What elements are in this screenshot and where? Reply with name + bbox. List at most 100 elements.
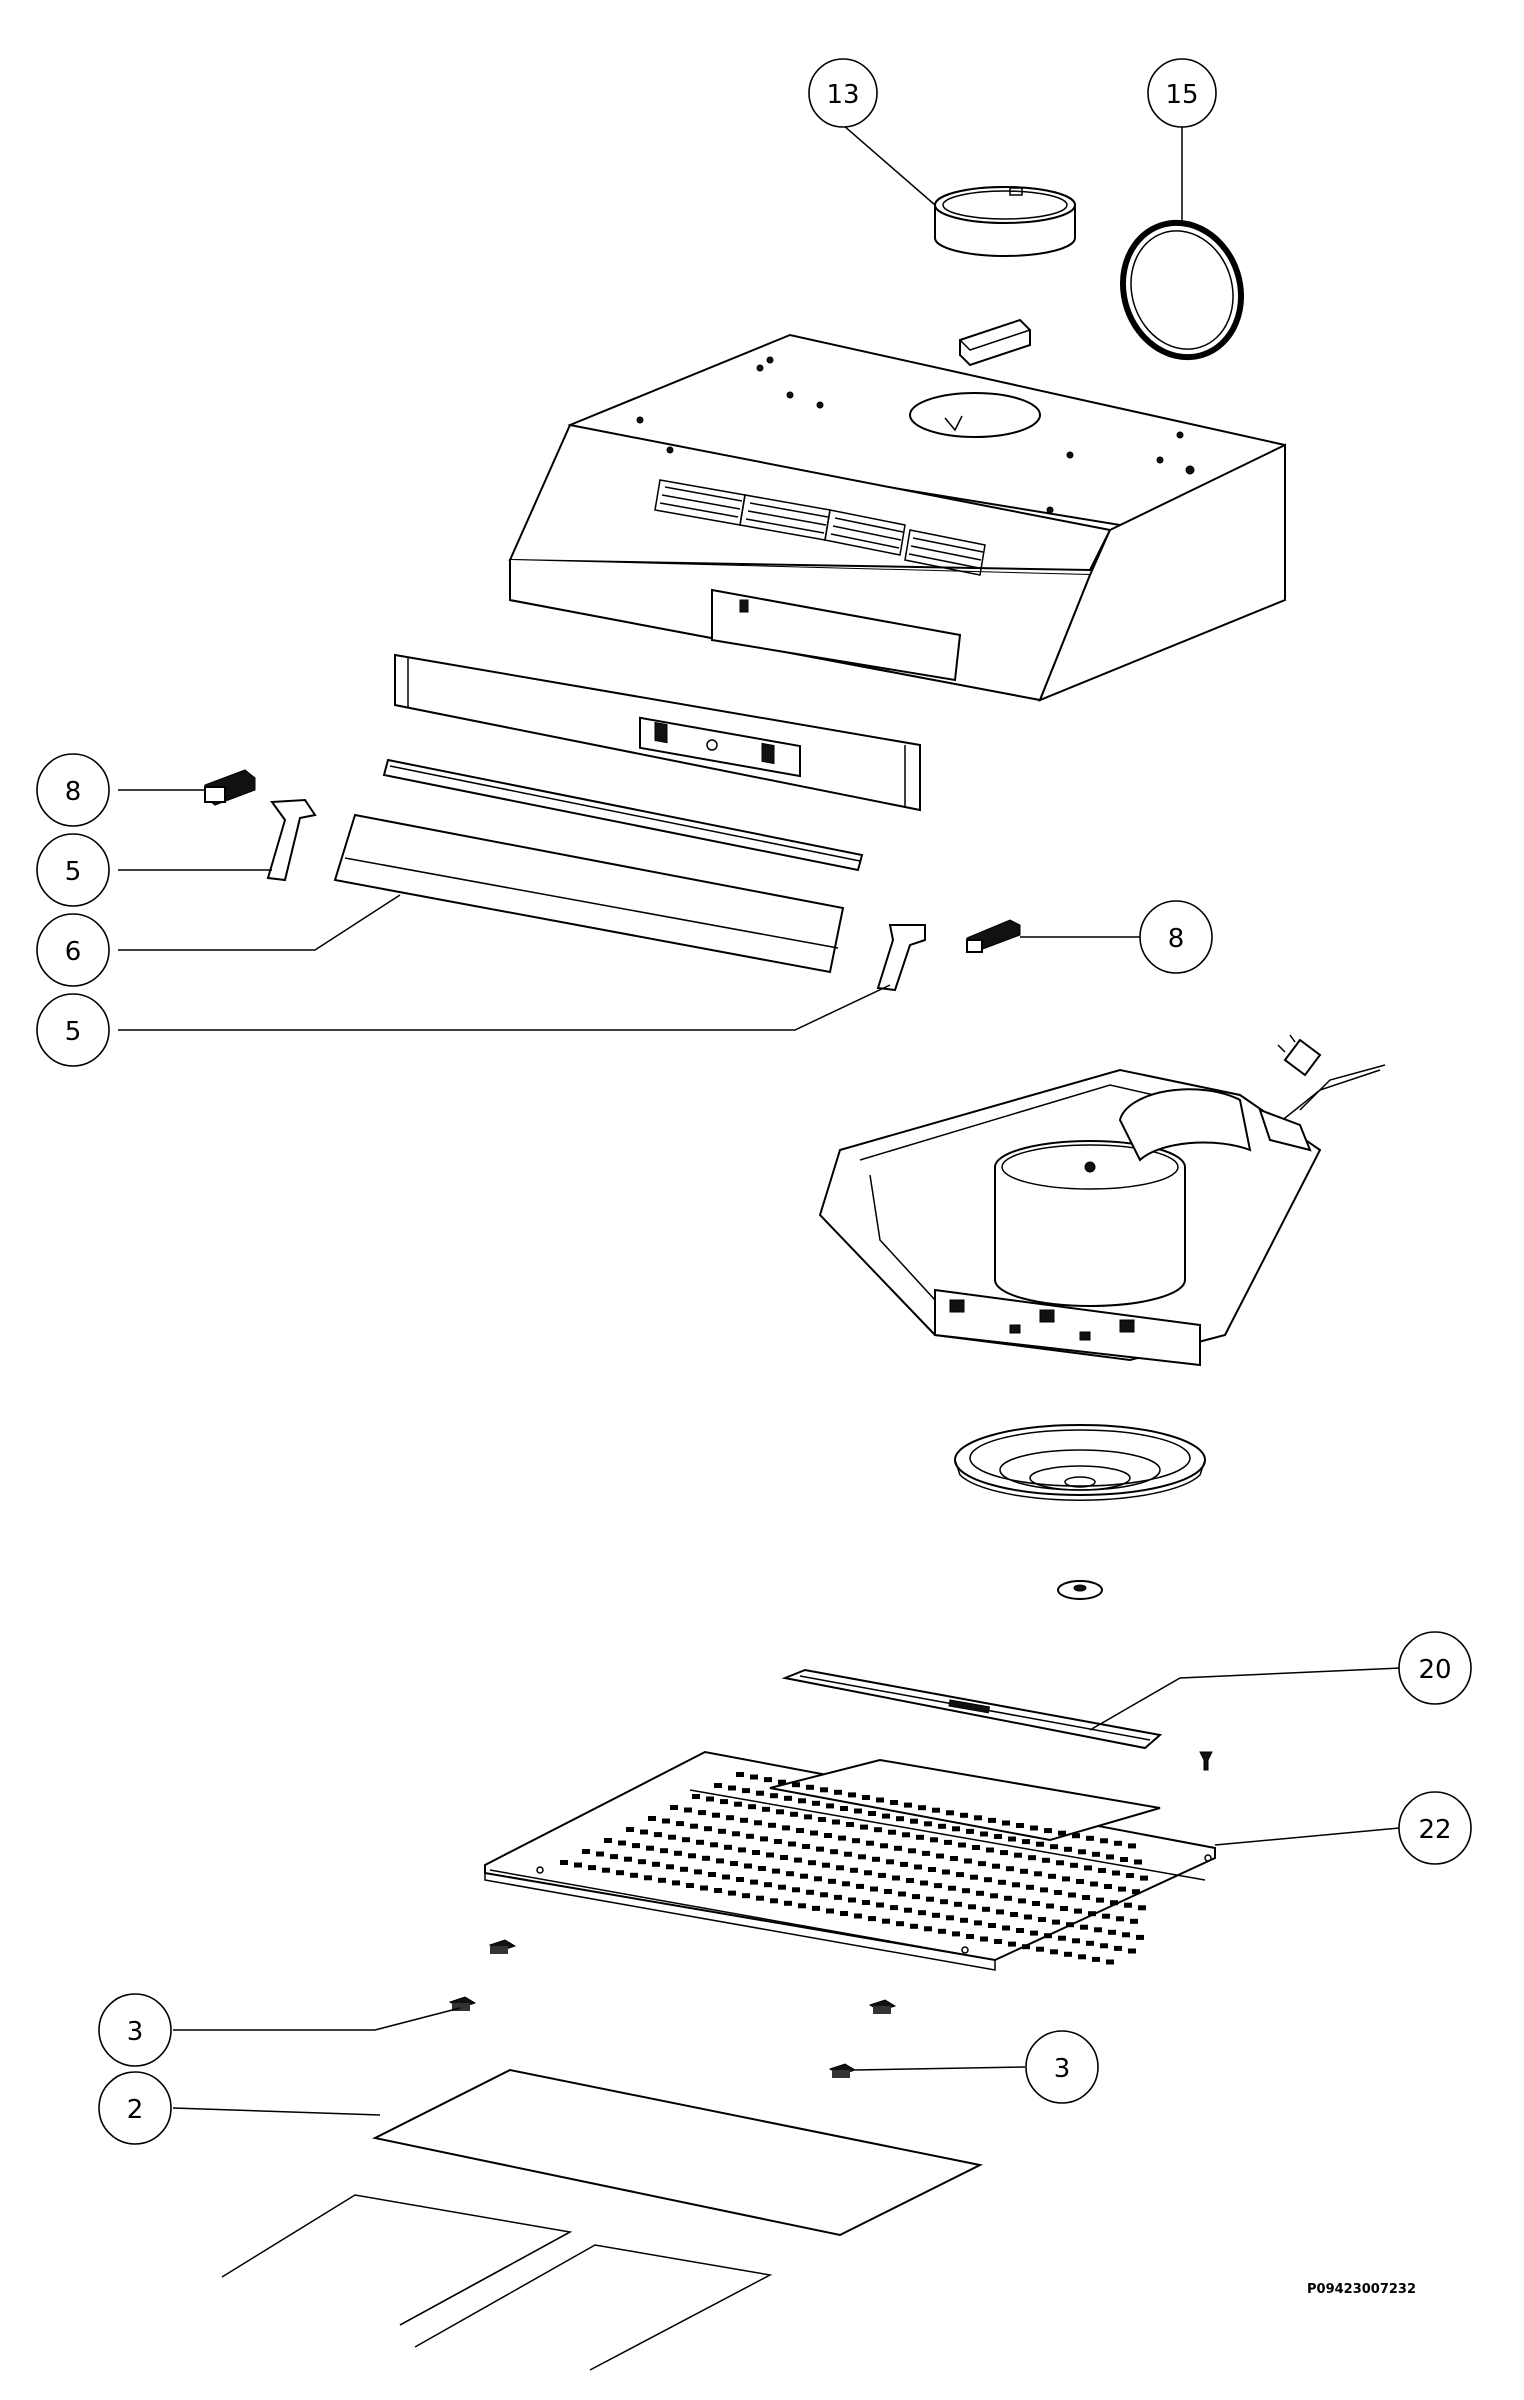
grille-perforation [808, 1860, 816, 1866]
grille-perforation [626, 1827, 634, 1832]
part-3-clip-2 [448, 1996, 477, 2011]
grille-perforation [798, 1798, 806, 1804]
grille-perforation [1004, 1895, 1012, 1901]
grille-perforation [802, 1844, 810, 1849]
grille-perforation [1008, 1836, 1016, 1842]
grille-perforation [904, 1907, 912, 1913]
callout-5-upper: 5 [36, 833, 110, 907]
grille-perforation [814, 1876, 822, 1882]
grille-perforation [874, 1827, 882, 1833]
grille-perforation [938, 1823, 946, 1829]
grille-perforation [1022, 1839, 1030, 1845]
grille-perforation [1076, 1879, 1084, 1884]
grille-perforation [1002, 1925, 1010, 1931]
grille-perforation [812, 1800, 820, 1806]
grille-perforation [932, 1912, 940, 1918]
callout-3-left-label: 3 [127, 2017, 144, 2047]
grille-perforation [806, 1784, 814, 1790]
grille-perforation [1098, 1868, 1106, 1873]
grille-perforation [904, 1802, 912, 1808]
grille-perforation [1132, 1889, 1140, 1895]
grille-perforation [1094, 1927, 1102, 1933]
grille-perforation [930, 1837, 938, 1843]
part-3-clip-3 [868, 1999, 897, 2014]
grille-perforation [1110, 1900, 1118, 1906]
callout-22-label: 22 [1418, 1815, 1451, 1845]
grille-perforation [1022, 1944, 1030, 1950]
grille-perforation [998, 1879, 1006, 1885]
grille-perforation [756, 1895, 764, 1901]
grille-perforation [990, 1893, 998, 1899]
grille-perforation [750, 1774, 758, 1780]
grille-perforation [960, 1917, 968, 1923]
callout-5-upper-label: 5 [65, 857, 82, 887]
grille-perforation [764, 1777, 772, 1783]
grille-perforation [582, 1849, 590, 1854]
part-15-sealing-ring [1119, 219, 1245, 361]
grille-perforation [910, 1818, 918, 1824]
grille-perforation [1092, 1851, 1100, 1857]
grille-perforation [790, 1811, 798, 1817]
grille-perforation [850, 1867, 858, 1873]
grille-perforation [1066, 1922, 1074, 1928]
grille-perforation [966, 1828, 974, 1834]
grille-perforation [938, 1928, 946, 1934]
mounting-bracket [959, 318, 1031, 367]
grille-perforation [920, 1880, 928, 1886]
grille-perforation [1134, 1859, 1142, 1865]
washer [1057, 1580, 1103, 1600]
grille-perforation [1102, 1913, 1110, 1919]
part-5-latch-lower [876, 924, 926, 992]
grille-perforation [1010, 1912, 1018, 1917]
callout-8-right: 8 [1139, 900, 1213, 974]
callout-5-lower: 5 [36, 993, 110, 1067]
grille-perforation [1058, 1935, 1066, 1941]
grille-perforation [772, 1868, 780, 1874]
grille-perforation [932, 1807, 940, 1813]
grille-perforation [668, 1834, 676, 1840]
grille-perforation [784, 1795, 792, 1801]
grille-perforation [854, 1913, 862, 1919]
grille-perforation [1104, 1884, 1112, 1889]
grille-perforation [712, 1812, 720, 1818]
callout-3-left: 3 [98, 1993, 172, 2067]
grille-perforation [978, 1861, 986, 1867]
grille-perforation [942, 1869, 950, 1875]
grille-perforation [752, 1850, 760, 1855]
grille-perforation [1030, 1930, 1038, 1936]
grille-perforation [1008, 1941, 1016, 1947]
grille-perforation [822, 1862, 830, 1868]
grille-perforation [862, 1900, 870, 1905]
grille-perforation [970, 1874, 978, 1880]
grille-perforation [714, 1783, 722, 1788]
grille-perforation [922, 1850, 930, 1856]
grille-perforation [786, 1871, 794, 1877]
callout-6: 6 [36, 913, 110, 987]
grille-perforation [1130, 1918, 1138, 1924]
grille-perforation [866, 1840, 874, 1846]
grille-perforation [994, 1834, 1002, 1839]
grille-perforation [916, 1834, 924, 1840]
grille-perforation [894, 1845, 902, 1851]
callout-6-label: 6 [65, 937, 82, 967]
grille-perforation [610, 1854, 618, 1860]
grille-perforation [660, 1848, 668, 1854]
part-8-clip-right [966, 919, 1021, 953]
grille-perforation [896, 1816, 904, 1822]
grille-perforation [1136, 1934, 1144, 1940]
grille-perforation [692, 1794, 700, 1799]
grille-perforation [1072, 1938, 1080, 1944]
grille-perforation [736, 1772, 744, 1777]
callout-8-left-label: 8 [65, 777, 82, 807]
grille-perforation [686, 1883, 694, 1888]
callout-22: 22 [1398, 1791, 1472, 1865]
callout-2-label: 2 [127, 2095, 144, 2125]
grille-perforation [980, 1936, 988, 1942]
grille-perforation [878, 1872, 886, 1878]
grille-perforation [1078, 1954, 1086, 1960]
grille-perforation [762, 1806, 770, 1812]
grille-perforation [1086, 1940, 1094, 1946]
grille-perforation [988, 1923, 996, 1928]
grille-perforation [868, 1811, 876, 1816]
grille-perforation [996, 1909, 1004, 1915]
